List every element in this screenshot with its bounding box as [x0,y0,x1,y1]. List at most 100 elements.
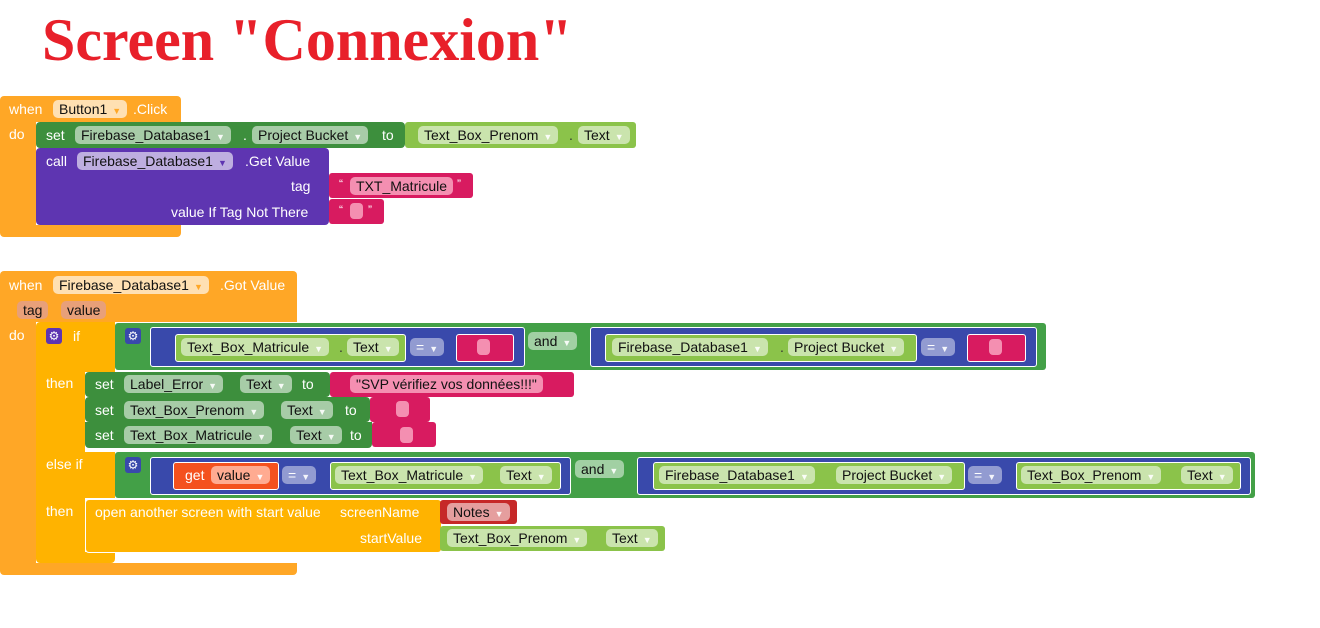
text-field[interactable] [989,339,1002,355]
set-label: set [46,127,65,143]
dropdown-value: Firebase_Database1 [618,339,748,355]
component-dropdown[interactable]: Firebase_Database1▼ [612,338,768,356]
chevron-down-icon: ▼ [609,466,619,476]
component-dropdown[interactable]: Firebase_Database1▼ [75,126,231,144]
text-field[interactable] [350,203,363,219]
do-label: do [9,126,25,142]
chevron-down-icon: ▼ [543,132,553,142]
dropdown-value: Project Bucket [258,127,349,143]
text-field[interactable] [400,427,413,443]
open-another-screen-block[interactable] [85,499,442,553]
chevron-down-icon: ▼ [1146,472,1156,482]
chevron-down-icon: ▼ [383,344,393,354]
property-dropdown[interactable]: Project Bucket▼ [836,466,953,484]
property-dropdown[interactable]: Text▼ [240,375,292,393]
component-dropdown[interactable]: Text_Box_Prenom ▼ [418,126,559,144]
screen-dropdown[interactable]: Notes▼ [447,503,510,521]
page-title: Screen "Connexion" [42,7,573,73]
dot: . [243,127,247,143]
call-label: call [46,153,68,169]
component-dropdown[interactable]: Button1▼ [53,100,128,118]
dropdown-value: Text [584,127,610,143]
dot: . [569,127,573,143]
property-dropdown[interactable]: Project Bucket▼ [252,126,369,144]
else-if-label: else if [46,456,83,472]
operator-dropdown[interactable]: =▼ [921,338,956,356]
dropdown-value: Text_Box_Prenom [424,127,539,143]
component-dropdown[interactable]: Firebase_Database1▼ [77,152,233,170]
dropdown-value: Text [296,427,322,443]
gear-icon[interactable]: ⚙ [125,457,141,473]
dropdown-value: value [217,467,251,483]
set-label: set [95,402,114,418]
quote-close: ” [368,203,372,217]
chevron-down-icon: ▼ [314,344,324,354]
component-dropdown[interactable]: Text_Box_Prenom ▼ [1021,466,1162,484]
logic-op-dropdown[interactable]: and▼ [575,460,625,478]
text-field[interactable] [396,401,409,417]
property-dropdown[interactable]: Text▼ [347,338,399,356]
component-dropdown[interactable]: Text_Box_Matricule▼ [181,338,330,356]
param-tag[interactable]: tag [17,301,49,319]
chevron-down-icon: ▼ [215,132,225,142]
operator-dropdown[interactable]: =▼ [282,466,317,484]
param-value[interactable]: value [61,301,107,319]
component-dropdown[interactable]: Label_Error▼ [124,375,224,393]
screen-name-label: screenName [340,504,420,520]
dropdown-value: and [534,333,558,349]
chevron-down-icon: ▼ [642,535,652,545]
dropdown-value: Project Bucket [794,339,885,355]
dropdown-value: Label_Error [130,376,204,392]
property-dropdown[interactable]: Text▼ [281,401,333,419]
chevron-down-icon: ▼ [937,472,947,482]
chevron-down-icon: ▼ [940,344,950,354]
dropdown-value: = [288,467,297,483]
dropdown-value: Text_Box_Prenom [1027,467,1142,483]
chevron-down-icon: ▼ [889,344,899,354]
operator-dropdown[interactable]: =▼ [968,466,1003,484]
chevron-down-icon: ▼ [987,472,997,482]
text-field[interactable]: "SVP vérifiez vos données!!!" [350,375,543,393]
to-label: to [302,376,314,392]
component-dropdown[interactable]: Text_Box_Prenom ▼ [447,529,588,547]
component-dropdown[interactable]: Firebase_Database1▼ [659,466,815,484]
component-dropdown[interactable]: Text_Box_Matricule ▼ [124,426,273,444]
text-field[interactable] [477,339,490,355]
dropdown-value: Button1 [59,101,108,117]
method-label: .Get Value [245,153,311,169]
chevron-down-icon: ▼ [572,535,582,545]
then-label: then [46,375,74,391]
set-label: set [95,427,114,443]
dropdown-value: Firebase_Database1 [59,277,189,293]
event-label: .Click [133,101,168,117]
gear-icon[interactable]: ⚙ [46,328,62,344]
property-dropdown[interactable]: Text ▼ [1181,466,1233,484]
property-dropdown[interactable]: Text▼ [578,126,630,144]
property-dropdown[interactable]: Text▼ [606,529,658,547]
dropdown-value: = [974,467,983,483]
dropdown-value: Text_Box_Prenom [453,530,568,546]
text-field[interactable]: TXT_Matricule [350,177,454,195]
logic-op-dropdown[interactable]: and▼ [528,332,578,350]
when-label: when [9,101,43,117]
if-label: if [73,328,80,344]
dropdown-value: Text [1187,467,1213,483]
set-label: set [95,376,114,392]
property-dropdown[interactable]: Project Bucket ▼ [788,338,905,356]
dropdown-value: Firebase_Database1 [83,153,213,169]
dropdown-value: Text_Box_Matricule [130,427,253,443]
component-dropdown[interactable]: Text_Box_Prenom▼ [124,401,265,419]
chevron-down-icon: ▼ [317,407,327,417]
chevron-down-icon: ▼ [1217,472,1227,482]
component-dropdown[interactable]: Text_Box_Matricule▼ [335,466,484,484]
chevron-down-icon: ▼ [257,432,267,442]
quote-close: ” [457,177,461,191]
component-dropdown[interactable]: Firebase_Database1▼ [53,276,209,294]
gear-icon[interactable]: ⚙ [125,328,141,344]
dropdown-value: Text [246,376,272,392]
dot: . [339,339,343,355]
property-dropdown[interactable]: Text▼ [500,466,552,484]
operator-dropdown[interactable]: =▼ [410,338,445,356]
variable-dropdown[interactable]: value▼ [211,466,271,484]
property-dropdown[interactable]: Text▼ [290,426,342,444]
